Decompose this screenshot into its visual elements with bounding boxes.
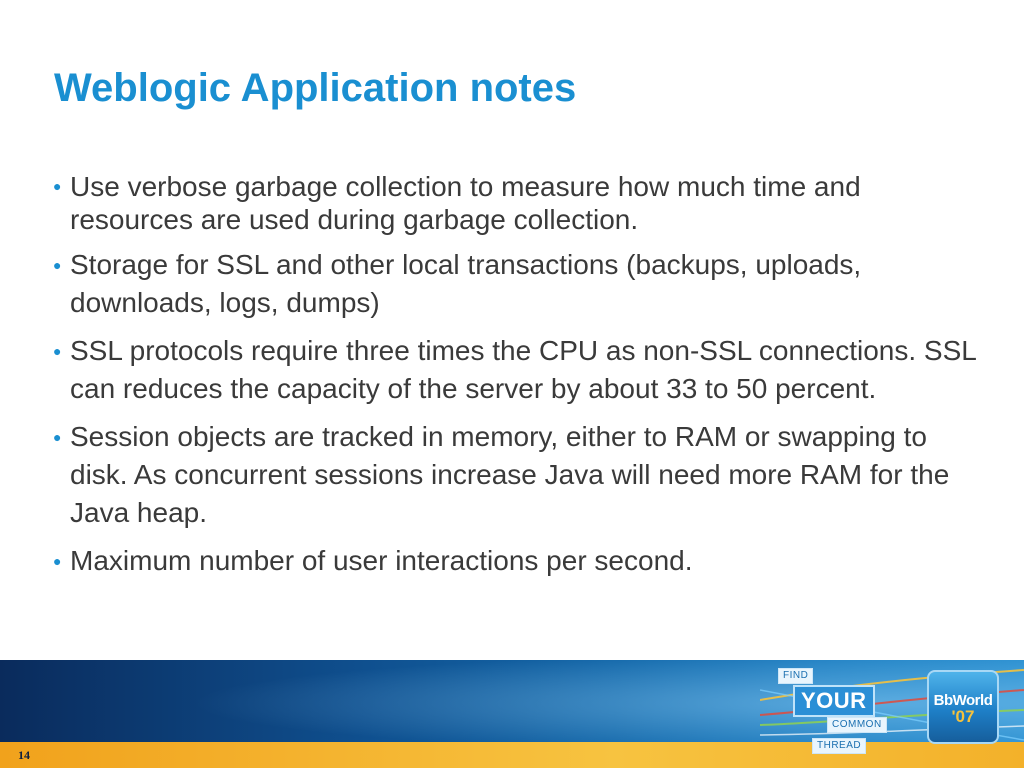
slide-title: Weblogic Application notes (54, 66, 577, 110)
bullet-text: SSL protocols require three times the CP… (70, 335, 976, 404)
tagline-word-find: FIND (778, 668, 814, 684)
bbworld-logo: BbWorld '07 (927, 670, 999, 744)
bullet-dot-icon: ● (53, 343, 62, 359)
bullet-text: Session objects are tracked in memory, e… (70, 421, 950, 528)
logo-year: '07 (951, 707, 975, 726)
bullet-item: ● Maximum number of user interactions pe… (50, 542, 990, 580)
bullet-item: ● SSL protocols require three times the … (50, 332, 990, 408)
bullet-dot-icon: ● (53, 257, 62, 273)
logo-text: BbWorld (933, 692, 993, 709)
bullet-dot-icon: ● (53, 429, 62, 445)
bullet-item: ● Use verbose garbage collection to meas… (50, 170, 990, 236)
footer-banner: 14 FIND YOUR COMMON THREAD BbWorld '07 (0, 660, 1024, 768)
bullet-text: Use verbose garbage collection to measur… (70, 171, 861, 235)
bullet-dot-icon: ● (53, 553, 62, 569)
bullet-item: ● Storage for SSL and other local transa… (50, 246, 990, 322)
bullet-text: Storage for SSL and other local transact… (70, 249, 862, 318)
bullet-text: Maximum number of user interactions per … (70, 545, 693, 576)
tagline-word-your: YOUR (793, 685, 875, 717)
tagline-word-common: COMMON (827, 717, 887, 733)
bullet-dot-icon: ● (53, 178, 62, 194)
page-number: 14 (18, 748, 30, 762)
tagline-word-thread: THREAD (812, 738, 867, 754)
bullet-item: ● Session objects are tracked in memory,… (50, 418, 990, 532)
footer-gold-band (0, 742, 1024, 768)
bullet-list: ● Use verbose garbage collection to meas… (50, 170, 990, 590)
